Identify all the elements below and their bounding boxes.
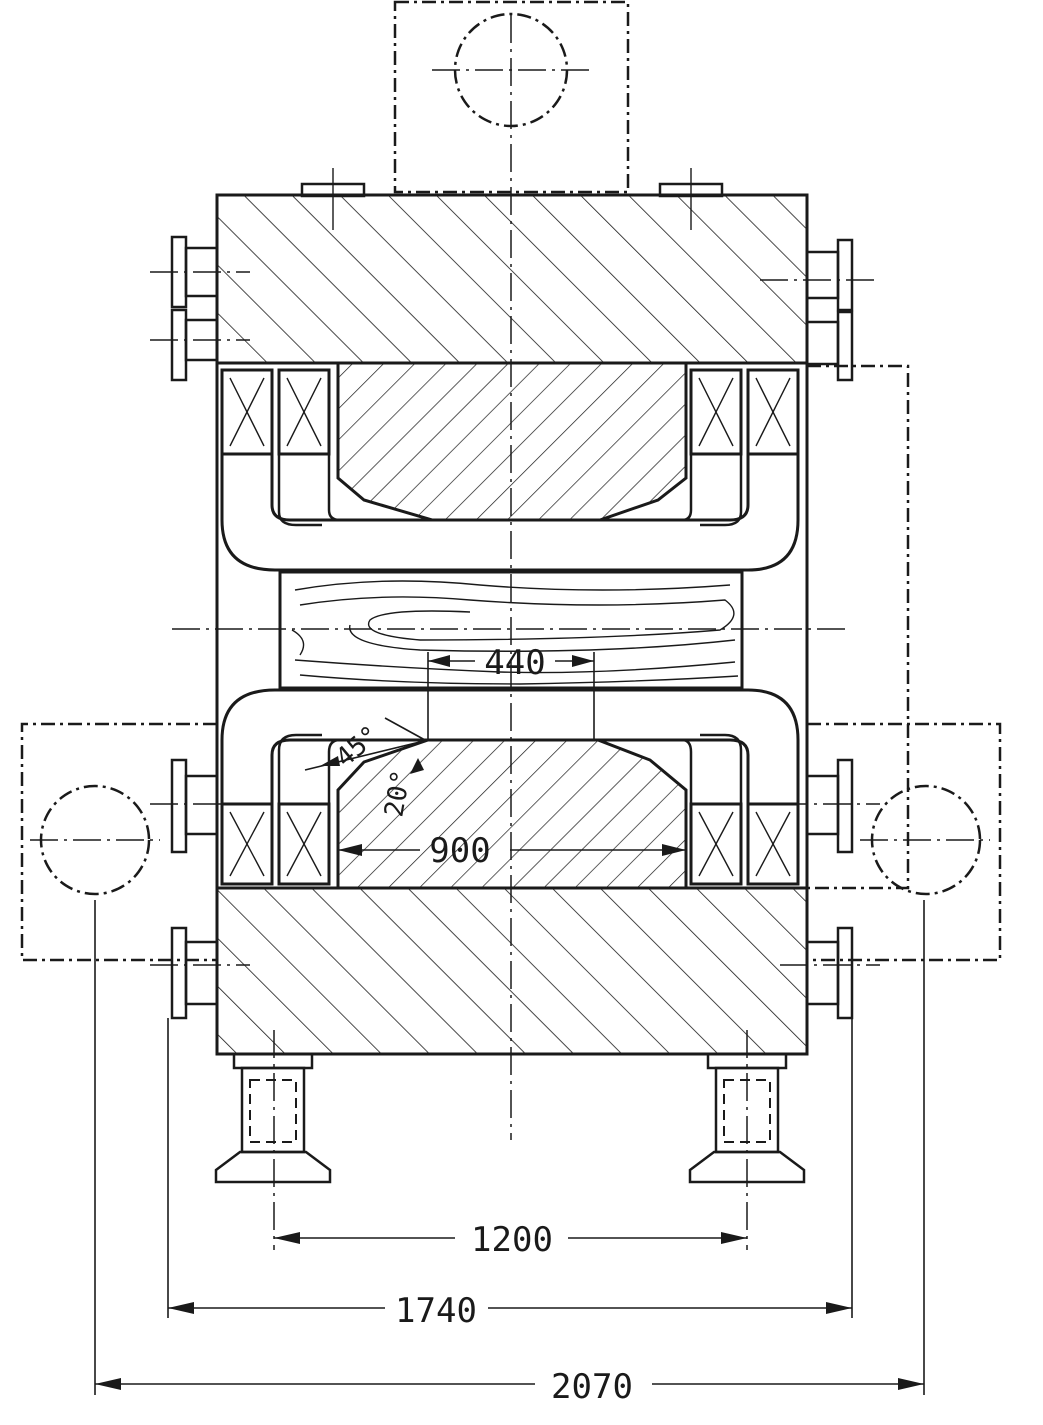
dimension-440-label: 440 xyxy=(484,643,545,683)
foot-right xyxy=(688,1030,806,1250)
flange-right-upper xyxy=(760,238,880,382)
upper-coil-return xyxy=(220,454,800,572)
dimension-1740: 1740 xyxy=(168,1291,852,1331)
flange-left-upper xyxy=(150,235,250,382)
left-mounting-phantom xyxy=(20,722,217,962)
dimension-1740-label: 1740 xyxy=(395,1291,477,1331)
dimension-900-label: 900 xyxy=(429,831,490,871)
top-mounting-phantom xyxy=(393,0,630,194)
dimension-440: 440 xyxy=(427,643,595,740)
upper-coil-windings xyxy=(220,368,800,456)
cooling-line-phantom xyxy=(807,364,910,890)
dimension-1200-label: 1200 xyxy=(471,1220,553,1260)
lower-pole-piece xyxy=(336,738,688,890)
dimension-2070: 2070 xyxy=(95,1367,924,1407)
flange-left-lower xyxy=(150,758,250,1020)
foot-left xyxy=(214,1030,332,1250)
dimension-2070-label: 2070 xyxy=(551,1367,633,1407)
bottom-yoke xyxy=(215,886,809,1056)
flange-right-lower xyxy=(780,758,880,1020)
wood-specimen xyxy=(278,570,744,690)
upper-pole-piece xyxy=(336,361,688,522)
top-yoke xyxy=(215,168,809,365)
dimension-1200: 1200 xyxy=(274,1220,747,1260)
dimension-900: 900 xyxy=(338,831,686,871)
right-mounting-phantom xyxy=(807,722,1002,962)
